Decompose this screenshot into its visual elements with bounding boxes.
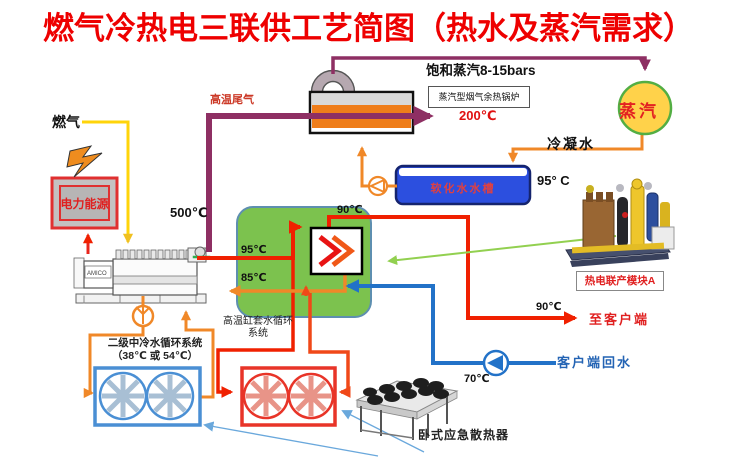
page-title: 燃气冷热电三联供工艺简图（热水及蒸汽需求） bbox=[43, 11, 694, 46]
pipe-customer-return bbox=[345, 279, 556, 365]
pipe-condensate bbox=[507, 134, 644, 163]
condensate-label: 冷凝水 bbox=[547, 136, 595, 152]
temp-90-hx-label: 90℃ bbox=[337, 204, 363, 216]
chp-module-illustration bbox=[565, 178, 675, 267]
fan-icon bbox=[287, 372, 335, 420]
power-box bbox=[50, 176, 119, 230]
pipe-gas bbox=[82, 120, 134, 244]
jacket-radiator bbox=[240, 366, 337, 427]
radiator-callout-1 bbox=[203, 421, 379, 457]
steam-circle bbox=[617, 80, 673, 136]
jacket-circuit-label: 高温缸套水循环 系统 bbox=[222, 316, 294, 340]
pipe-hot-90 bbox=[327, 215, 578, 325]
feedwater-pump-icon bbox=[367, 175, 389, 197]
pipe-intercooler-return bbox=[180, 310, 215, 399]
pipe-exhaust bbox=[206, 105, 434, 252]
boiler-label: 蒸汽型烟气余热锅炉 bbox=[428, 86, 530, 108]
temp-500-label: 500℃ bbox=[170, 205, 208, 220]
plate-heat-exchanger-icon bbox=[309, 226, 364, 276]
temp-95c-label: 95° C bbox=[537, 173, 570, 188]
temp-85-label: 85℃ bbox=[241, 272, 267, 284]
emergency-radiator-label: 卧式应急散热器 bbox=[418, 428, 510, 442]
steam-label: 蒸汽 bbox=[619, 102, 659, 121]
gas-label: 燃气 bbox=[52, 114, 80, 130]
saturated-steam-label: 饱和蒸汽8-15bars bbox=[426, 63, 536, 78]
pipe-steam bbox=[331, 56, 651, 74]
temp-200-label: 200℃ bbox=[459, 108, 497, 123]
pipe-hot-95 bbox=[197, 220, 303, 260]
exhaust-label: 高温尾气 bbox=[210, 94, 254, 106]
pipe-hot-cooler-left bbox=[216, 258, 295, 398]
fan-icon bbox=[145, 371, 195, 421]
temp-70-label: 70℃ bbox=[464, 373, 490, 385]
jacket-circuit-line1: 高温缸套水循环 bbox=[223, 316, 293, 327]
pipe-hot-cooler-right bbox=[308, 293, 351, 398]
radiator-illustration bbox=[355, 378, 459, 440]
customer-return-label: 客户端回水 bbox=[557, 355, 633, 370]
intercooler-circuit-label: 二级中冷水循环系统 bbox=[107, 337, 203, 349]
fan-icon bbox=[242, 372, 290, 420]
engine-pump-icon bbox=[131, 304, 155, 328]
chp-module-label: 热电联产模块A bbox=[576, 271, 664, 291]
to-customer-label: 至客户端 bbox=[589, 312, 650, 327]
power-source-label: 电力能源 bbox=[60, 196, 109, 211]
customer-pump-icon bbox=[482, 349, 510, 377]
pipe-warm-85 bbox=[228, 274, 347, 297]
intercooler-radiator bbox=[93, 366, 202, 427]
tank-label: 软化水水槽 bbox=[430, 183, 496, 195]
intercooler-temp-label: （38℃ 或 54℃） bbox=[111, 350, 199, 362]
engine-brand-label: AMICO bbox=[87, 271, 107, 277]
radiator-callout-2 bbox=[341, 410, 425, 453]
waste-heat-boiler bbox=[308, 90, 415, 135]
jacket-circuit-line2: 系统 bbox=[248, 328, 268, 339]
chp-callout-arrow bbox=[387, 235, 617, 266]
engine-illustration: AMICO bbox=[73, 246, 211, 304]
fan-icon bbox=[98, 371, 148, 421]
temp-90-supply-label: 90℃ bbox=[536, 301, 562, 313]
lightning-bolt-icon bbox=[66, 145, 103, 178]
temp-95-label: 95℃ bbox=[241, 244, 267, 256]
